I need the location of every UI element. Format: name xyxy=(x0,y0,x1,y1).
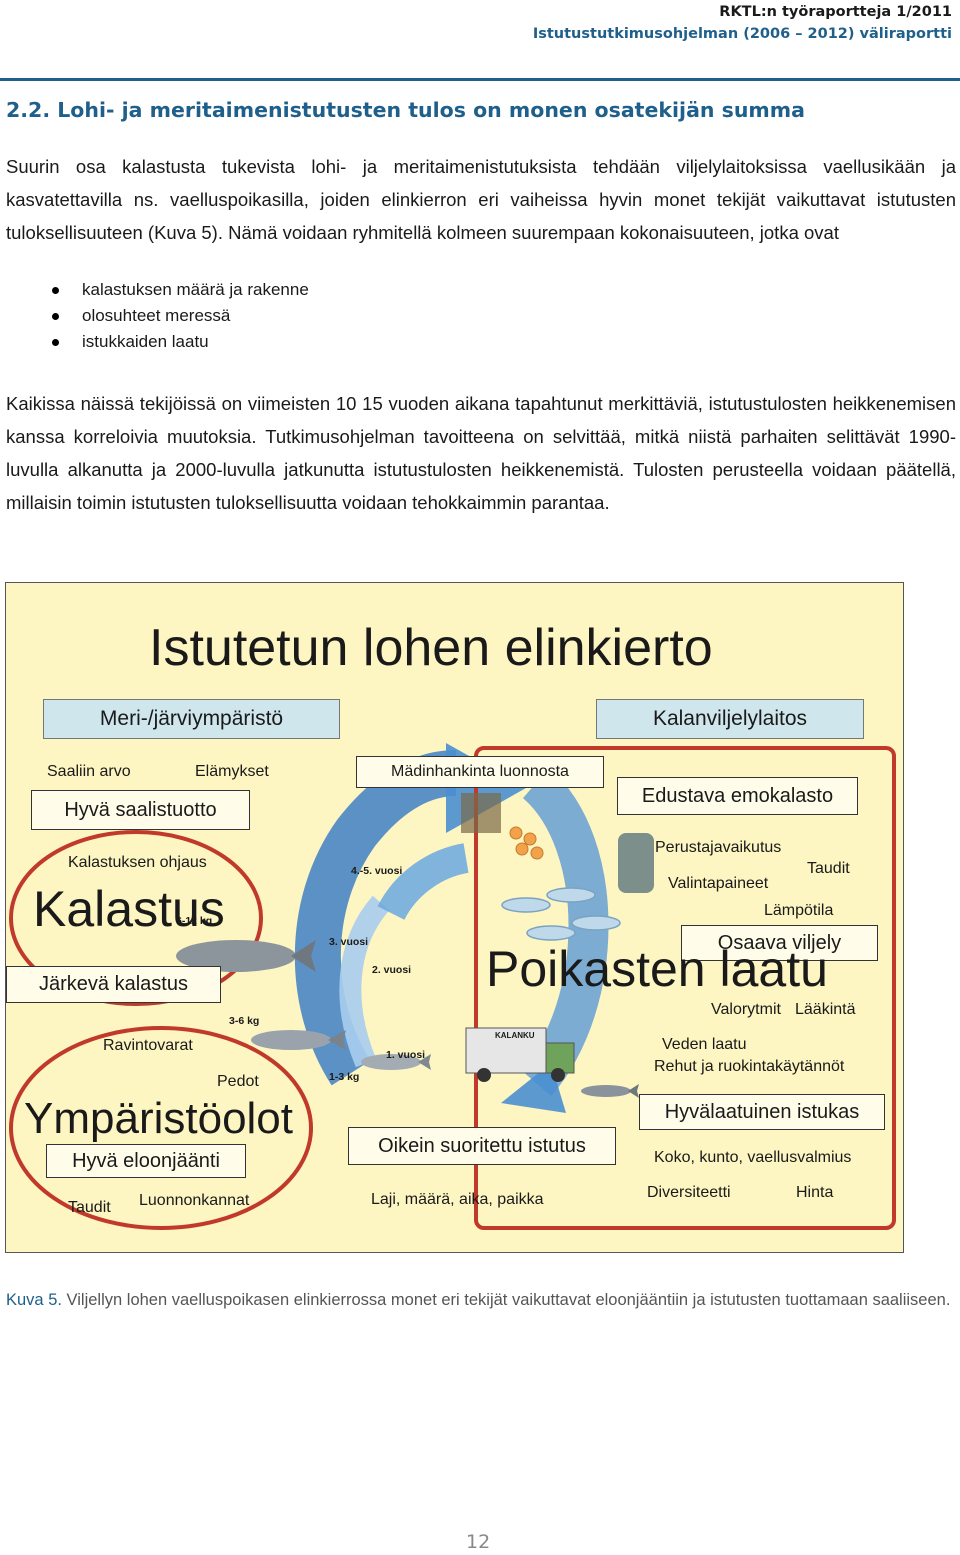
salmon-small xyxy=(361,1054,431,1070)
year-1: 1. vuosi xyxy=(386,1049,426,1061)
perustajavaikutus: Perustajavaikutus xyxy=(655,839,782,856)
pedot: Pedot xyxy=(217,1073,259,1090)
kalastus-circle xyxy=(9,830,263,1006)
saaliin-arvo: Saaliin arvo xyxy=(47,763,131,780)
env-label: Meri-/järviympäristö xyxy=(43,699,340,739)
lampotila: Lämpötila xyxy=(764,902,834,919)
rearing-tanks xyxy=(501,887,621,941)
salmon-medium xyxy=(251,1030,346,1050)
year-4-5: 4.-5. vuosi xyxy=(351,865,403,877)
bullet-item: olosuhteet meressä xyxy=(52,303,309,329)
elamykset: Elämykset xyxy=(195,763,269,780)
bullet-item: kalastuksen määrä ja rakenne xyxy=(52,277,309,303)
figure-title: Istutetun lohen elinkierto xyxy=(149,619,713,677)
ravintovarat: Ravintovarat xyxy=(103,1037,193,1054)
luonnonkannat: Luonnonkannat xyxy=(139,1192,250,1209)
kalastuksen-ohjaus: Kalastuksen ohjaus xyxy=(68,854,207,871)
poikaset-box xyxy=(474,746,896,1230)
weight-1-3: 1-3 kg xyxy=(329,1071,360,1083)
lifecycle-figure: Istutetun lohen elinkierto Meri-/järviym… xyxy=(5,582,904,1253)
cycle-arrow-mid xyxy=(377,843,470,921)
truck-text: KALANKU xyxy=(495,1031,535,1040)
hyva-saalistuotto: Hyvä saalistuotto xyxy=(31,790,250,830)
report-series: RKTL:n työraportteja 1/2011 xyxy=(719,4,952,20)
oikein-suoritettu: Oikein suoritettu istutus xyxy=(348,1127,616,1165)
bullet-list: kalastuksen määrä ja rakenne olosuhteet … xyxy=(52,277,309,355)
bullet-item: istukkaiden laatu xyxy=(52,329,309,355)
edustava-emokalasto: Edustava emokalasto xyxy=(617,777,858,815)
smolt xyxy=(581,1084,639,1098)
header-rule xyxy=(0,78,960,81)
hinta: Hinta xyxy=(796,1184,834,1201)
ympäristö-circle xyxy=(9,1026,313,1230)
eggs xyxy=(509,826,544,860)
cycle-arrow-inner xyxy=(339,895,390,1068)
laakinta: Lääkintä xyxy=(795,1001,856,1018)
paragraph-1: Suurin osa kalastusta tukevista lohi- ja… xyxy=(6,156,956,243)
year-3: 3. vuosi xyxy=(329,936,369,948)
farm-label: Kalanviljelylaitos xyxy=(596,699,864,739)
valorytmit: Valorytmit xyxy=(711,1001,781,1018)
salmon-large xyxy=(176,940,316,972)
diversiteetti: Diversiteetti xyxy=(647,1184,731,1201)
hyva-eloonjaanti: Hyvä eloonjäänti xyxy=(46,1144,246,1178)
valintapaineet: Valintapaineet xyxy=(668,875,769,892)
section-title: 2.2. Lohi- ja meritaimenistutusten tulos… xyxy=(6,98,805,122)
veden-laatu: Veden laatu xyxy=(662,1036,747,1053)
taudit-left: Taudit xyxy=(68,1199,111,1216)
cycle-arrow-left xyxy=(294,750,457,1086)
taudit-right: Taudit xyxy=(807,860,850,877)
koko-kunto: Koko, kunto, vaellusvalmius xyxy=(654,1149,852,1166)
hyvalaatuinen-istukas: Hyvälaatuinen istukas xyxy=(639,1094,885,1130)
trap-net xyxy=(461,793,501,833)
worker-figure xyxy=(618,833,654,893)
madinhankinta: Mädinhankinta luonnosta xyxy=(356,756,604,788)
osaava-viljely: Osaava viljely xyxy=(681,925,878,961)
weight-6-12: 6-12 kg xyxy=(176,915,213,927)
caption-label: Kuva 5. xyxy=(6,1291,62,1309)
ymparistoolot-label: Ympäristöolot xyxy=(24,1094,294,1143)
caption-text: Viljellyn lohen vaelluspoikasen elinkier… xyxy=(61,1291,951,1309)
arrow-head-bottom xyxy=(501,1063,566,1113)
page-number: 12 xyxy=(466,1531,491,1553)
transport-truck xyxy=(465,1027,575,1082)
figure-caption: Kuva 5. Viljellyn lohen vaelluspoikasen … xyxy=(6,1287,956,1313)
paragraph-2: Kaikissa näissä tekijöissä on viimeisten… xyxy=(6,393,956,513)
year-2: 2. vuosi xyxy=(372,964,412,976)
kalastus-label: Kalastus xyxy=(33,881,225,937)
jarkeva-kalastus: Järkevä kalastus xyxy=(6,966,221,1003)
report-subtitle: Istutustutkimusohjelman (2006 – 2012) vä… xyxy=(532,26,952,42)
laji-maara: Laji, määrä, aika, paikka xyxy=(371,1191,544,1208)
weight-3-6: 3-6 kg xyxy=(229,1015,260,1027)
rehut: Rehut ja ruokintakäytännöt xyxy=(654,1058,845,1075)
poikasten-laatu-label: Poikasten laatu xyxy=(486,941,828,997)
